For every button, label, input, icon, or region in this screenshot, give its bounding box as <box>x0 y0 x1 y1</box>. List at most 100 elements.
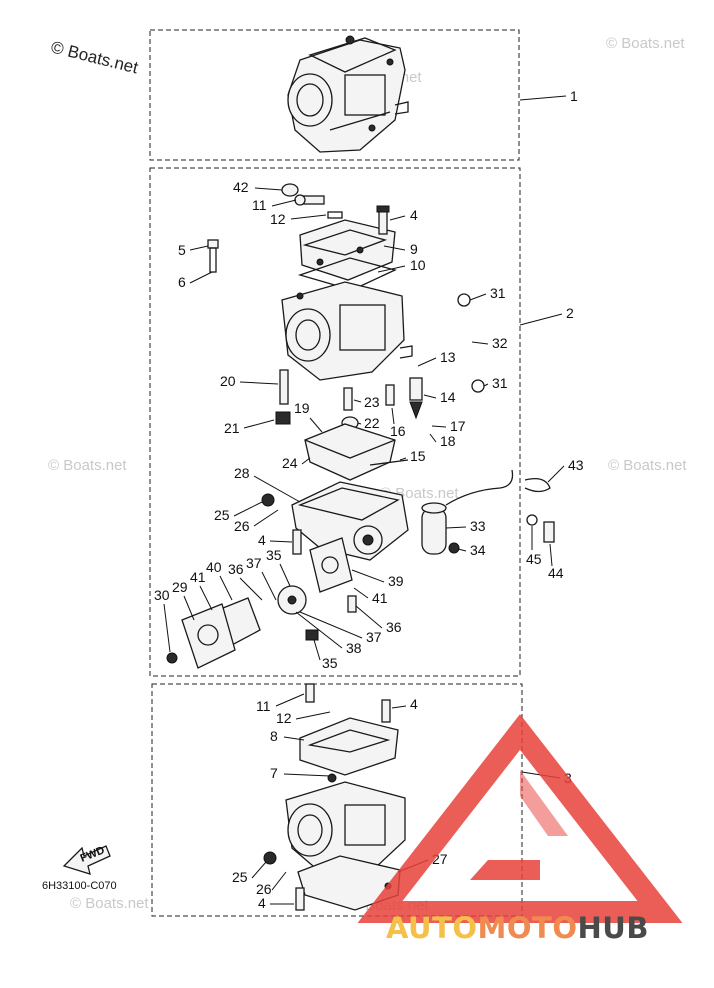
brand-wordmark: AUTOMOTOHUB <box>386 911 649 945</box>
watermark-mid-right: © Boats.net <box>608 457 687 474</box>
callout-20: 20 <box>220 373 236 389</box>
callout-37a: 37 <box>246 555 262 571</box>
callout-40: 40 <box>206 559 222 575</box>
float-chamber-28 <box>291 481 409 561</box>
automotohub-logo <box>357 714 683 923</box>
screw-11 <box>294 194 325 206</box>
watermark-mid-left: © Boats.net <box>48 457 127 474</box>
screw-36-bottom <box>347 595 357 613</box>
callout-1: 1 <box>570 88 578 104</box>
callout-16: 16 <box>390 423 406 439</box>
callout-33: 33 <box>470 518 486 534</box>
callout-6: 6 <box>178 274 186 290</box>
callout-28: 28 <box>234 465 250 481</box>
callout-26a: 26 <box>234 518 250 534</box>
callout-12b: 12 <box>276 710 292 726</box>
callout-32: 32 <box>492 335 508 351</box>
callout-2: 2 <box>566 305 574 321</box>
brand-auto: AUTO <box>386 911 478 945</box>
callout-22: 22 <box>364 415 380 431</box>
callout-19: 19 <box>294 400 310 416</box>
callout-25b: 25 <box>232 869 248 885</box>
screw-4-bottom-top <box>381 699 391 723</box>
callout-4c: 4 <box>410 696 418 712</box>
solenoid-33 <box>421 469 514 555</box>
callout-25a: 25 <box>214 507 230 523</box>
callout-39: 39 <box>388 573 404 589</box>
callout-41a: 41 <box>190 569 206 585</box>
screw-25-bottom <box>263 851 277 865</box>
callout-8: 8 <box>270 728 278 744</box>
watermark-copyright: © Boats.net <box>49 37 140 77</box>
pump-38 <box>277 585 307 615</box>
callout-42: 42 <box>233 179 249 195</box>
screw-30 <box>166 652 178 664</box>
callout-31b: 31 <box>492 375 508 391</box>
callout-43: 43 <box>568 457 584 473</box>
callouts: 1 2 3 42 11 12 4 5 6 9 10 31 32 13 31 20… <box>154 88 584 911</box>
callout-26b: 26 <box>256 881 272 897</box>
callout-31a: 31 <box>490 285 506 301</box>
seat-16 <box>385 384 395 406</box>
float-19-24 <box>304 423 396 481</box>
assembly-box-bottom <box>151 683 523 917</box>
needle-valve-14 <box>409 377 423 420</box>
jet-21 <box>275 411 291 425</box>
callout-4b: 4 <box>258 532 266 548</box>
screw-5 <box>207 239 219 273</box>
callout-34: 34 <box>470 542 486 558</box>
callout-30: 30 <box>154 587 170 603</box>
callout-35a: 35 <box>266 547 282 563</box>
callout-36a: 36 <box>228 561 244 577</box>
jet-23 <box>343 387 353 411</box>
brand-hub: HUB <box>578 911 649 945</box>
callout-37b: 37 <box>366 629 382 645</box>
callout-10: 10 <box>410 257 426 273</box>
jet-20 <box>279 369 289 405</box>
callout-5: 5 <box>178 242 186 258</box>
assembly-box-top <box>149 29 520 161</box>
watermark-top-right: © Boats.net <box>606 35 685 52</box>
bolt-44 <box>543 521 555 543</box>
hose-32 <box>461 309 481 381</box>
callout-15: 15 <box>410 448 426 464</box>
washer-45 <box>526 514 538 526</box>
brand-moto: MOTO <box>478 911 578 945</box>
bolt-34 <box>448 542 460 554</box>
clamp-43 <box>524 477 551 493</box>
callout-4a: 4 <box>410 207 418 223</box>
callout-14: 14 <box>440 389 456 405</box>
callout-7: 7 <box>270 765 278 781</box>
clip-31-top <box>457 293 471 307</box>
callout-45: 45 <box>526 551 542 567</box>
screw-11-bottom <box>305 683 315 703</box>
callout-18: 18 <box>440 433 456 449</box>
carburetor-assembly-bottom <box>285 717 406 911</box>
callout-11a: 11 <box>252 197 267 213</box>
callout-9: 9 <box>410 241 418 257</box>
gasket-39 <box>309 537 353 593</box>
callout-24: 24 <box>282 455 298 471</box>
callout-4d: 4 <box>258 895 266 911</box>
callout-17: 17 <box>450 418 466 434</box>
callout-41b: 41 <box>372 590 388 606</box>
screw-4-top <box>376 205 390 235</box>
screw-4-bottom <box>295 887 305 911</box>
callout-38: 38 <box>346 640 362 656</box>
float-pin-15 <box>369 459 409 466</box>
callout-29: 29 <box>172 579 188 595</box>
watermark-bottom-left: © Boats.net <box>70 895 149 912</box>
carburetor-assembly-top <box>287 35 409 153</box>
callout-23: 23 <box>364 394 380 410</box>
callout-13: 13 <box>440 349 456 365</box>
callout-44: 44 <box>548 565 564 581</box>
float-chamber-cover <box>299 219 396 281</box>
assembly-box-middle <box>149 167 521 677</box>
carburetor-body-middle <box>281 281 413 381</box>
screw-12 <box>327 211 343 219</box>
clip-31-bottom <box>471 379 485 393</box>
callout-35b: 35 <box>322 655 338 671</box>
callout-21: 21 <box>224 420 240 436</box>
screw-35-bottom <box>305 629 319 641</box>
